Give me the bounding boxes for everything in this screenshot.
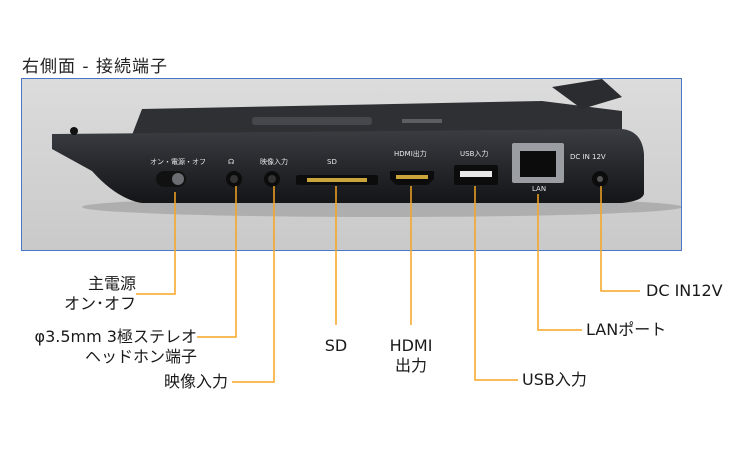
hdmi-port: HDMI出力	[390, 149, 434, 185]
dc-marking: DC IN 12V	[570, 153, 606, 161]
label-headphone: φ3.5mm 3極ステレオ ヘッドホン端子	[10, 327, 197, 367]
leader-lan	[537, 194, 582, 331]
device-illustration: オン・電源・オフ ☊ 映像入力 SD HDMI出力	[22, 79, 681, 250]
label-hdmi-line2: 出力	[394, 356, 427, 375]
label-power-line2: オン･オフ	[63, 294, 136, 313]
label-video: 映像入力	[163, 372, 228, 391]
lan-port: LAN	[512, 143, 564, 193]
video-jack: 映像入力	[260, 157, 288, 187]
label-hdmi-line1: HDMI	[389, 336, 433, 355]
label-headphone-line2: ヘッドホン端子	[84, 347, 197, 366]
power-switch: オン・電源・オフ	[150, 157, 206, 187]
dc-jack: DC IN 12V	[570, 153, 608, 187]
usb-port: USB入力	[454, 149, 498, 185]
sd-marking: SD	[327, 158, 337, 166]
lan-marking: LAN	[532, 185, 546, 193]
device-photo: オン・電源・オフ ☊ 映像入力 SD HDMI出力	[21, 78, 682, 251]
usb-marking: USB入力	[460, 149, 488, 158]
sd-slot: SD	[296, 158, 378, 185]
label-hdmi: HDMI 出力	[376, 336, 446, 376]
leader-usb	[474, 186, 518, 381]
label-headphone-line1: φ3.5mm 3極ステレオ	[34, 327, 197, 346]
leader-power	[136, 192, 176, 295]
hdmi-marking: HDMI出力	[394, 149, 427, 158]
leader-dc	[600, 186, 640, 292]
label-power: 主電源 オン･オフ	[52, 274, 136, 314]
leader-headphone	[197, 186, 237, 338]
label-dc: DC IN12V	[646, 281, 723, 300]
video-marking: 映像入力	[260, 157, 288, 166]
label-power-line1: 主電源	[87, 274, 136, 293]
headphone-jack: ☊	[226, 158, 242, 187]
label-lan: LANポート	[586, 320, 667, 339]
leader-video	[232, 186, 275, 383]
label-sd: SD	[324, 336, 348, 355]
headphone-marking: ☊	[228, 158, 234, 166]
power-marking: オン・電源・オフ	[150, 157, 206, 166]
label-usb: USB入力	[522, 370, 587, 389]
page-title: 右側面 - 接続端子	[22, 57, 168, 77]
